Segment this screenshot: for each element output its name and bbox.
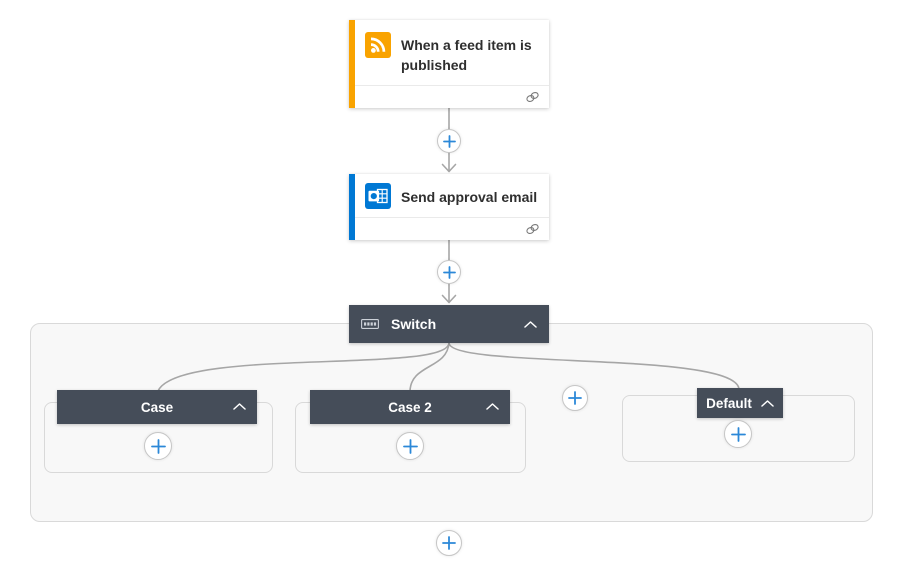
add-action-case2-button[interactable] (396, 432, 424, 460)
connection-icon (526, 92, 539, 102)
action-card[interactable]: Send approval email (349, 174, 549, 240)
switch-icon (361, 319, 379, 329)
add-action-case-button[interactable] (144, 432, 172, 460)
add-case-button[interactable] (562, 385, 588, 411)
action-title: Send approval email (401, 188, 538, 205)
rss-icon (365, 32, 391, 58)
switch-step-label: Switch (391, 316, 437, 332)
action-accent-bar (349, 174, 355, 240)
case-branch-header[interactable]: Case (57, 390, 257, 424)
connection-icon (526, 224, 539, 234)
trigger-accent-bar (349, 20, 355, 108)
case2-branch-header[interactable]: Case 2 (310, 390, 510, 424)
outlook-icon (365, 183, 391, 209)
trigger-footer (355, 85, 549, 108)
chevron-up-icon[interactable] (524, 320, 537, 328)
case2-branch-label: Case 2 (388, 399, 432, 415)
chevron-up-icon[interactable] (233, 403, 246, 410)
default-branch-label: Default (706, 395, 752, 411)
trigger-title: When a feed item is published (401, 37, 532, 74)
chevron-up-icon[interactable] (761, 399, 774, 407)
insert-step-button-2[interactable] (437, 260, 461, 284)
new-step-button[interactable] (436, 530, 462, 556)
add-action-default-button[interactable] (724, 420, 752, 448)
case-branch-label: Case (140, 399, 174, 415)
chevron-up-icon[interactable] (486, 403, 499, 410)
insert-step-button-1[interactable] (437, 129, 461, 153)
switch-step-header[interactable]: Switch (349, 305, 549, 343)
trigger-card[interactable]: When a feed item is published (349, 20, 549, 108)
default-branch-header[interactable]: Default (697, 388, 783, 418)
action-footer (355, 217, 549, 240)
